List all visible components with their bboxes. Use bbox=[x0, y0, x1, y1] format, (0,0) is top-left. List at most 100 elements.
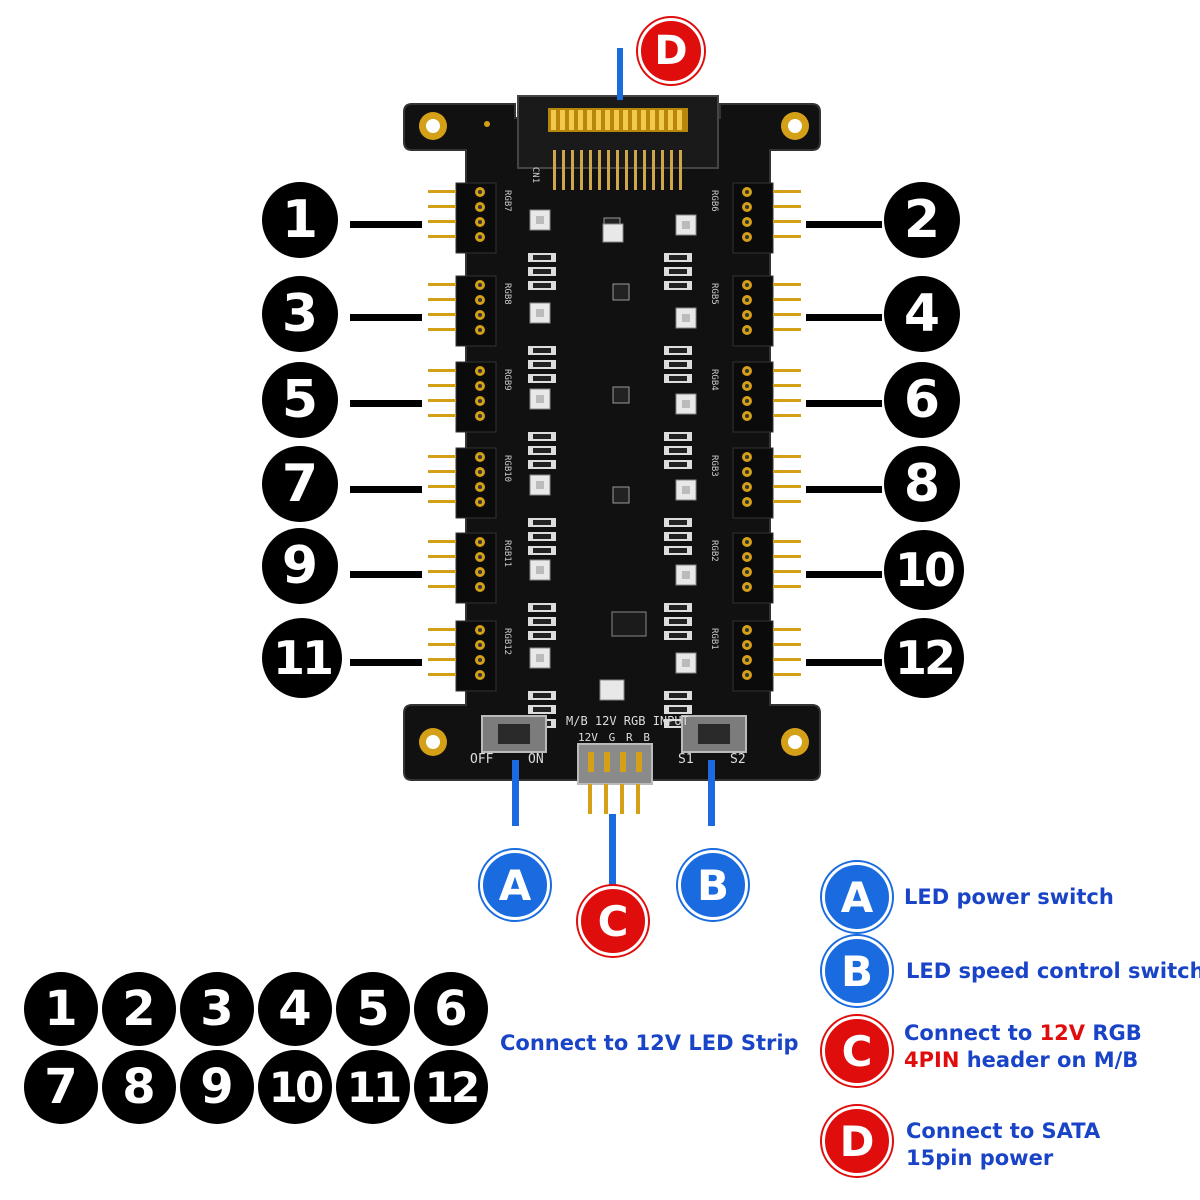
header-pin bbox=[773, 628, 801, 631]
pin-label: 12V bbox=[578, 731, 598, 744]
header-pin-hole bbox=[745, 673, 749, 677]
sata-solder-pin bbox=[625, 150, 628, 190]
sata-solder-pin bbox=[670, 150, 673, 190]
header-pin-hole bbox=[745, 485, 749, 489]
transistor bbox=[612, 486, 630, 504]
grid-number-3: 3 bbox=[180, 972, 254, 1046]
legend-b-circle: B bbox=[822, 936, 892, 1006]
header-pin-hole bbox=[745, 500, 749, 504]
grid-number-5: 5 bbox=[336, 972, 410, 1046]
callout-a-bottom: A bbox=[480, 850, 550, 920]
grid-number-11: 11 bbox=[336, 1050, 410, 1124]
port-header-right bbox=[732, 361, 774, 433]
legend-c-line2: 4PIN header on M/B bbox=[904, 1047, 1142, 1074]
callout-leader-left bbox=[350, 486, 422, 493]
header-pin-hole bbox=[478, 643, 482, 647]
led-core bbox=[536, 309, 544, 317]
grid-number-12: 12 bbox=[414, 1050, 488, 1124]
header-pin bbox=[428, 283, 456, 286]
fiducial-dot bbox=[484, 121, 490, 127]
led-core bbox=[682, 571, 690, 579]
header-pin-hole bbox=[478, 328, 482, 332]
grid-number-8: 8 bbox=[102, 1050, 176, 1124]
sata-contact bbox=[614, 110, 619, 130]
sata-contact bbox=[569, 110, 574, 130]
header-pin bbox=[428, 673, 456, 676]
header-pin-hole bbox=[745, 328, 749, 332]
header-pin-hole bbox=[745, 283, 749, 287]
header-pin bbox=[773, 313, 801, 316]
sata-solder-pin bbox=[634, 150, 637, 190]
pin-label: B bbox=[643, 731, 650, 744]
callout-leader-right bbox=[806, 659, 882, 666]
sata-contact bbox=[551, 110, 556, 130]
grid-number-1: 1 bbox=[24, 972, 98, 1046]
sata-solder-pin bbox=[562, 150, 565, 190]
header-pin bbox=[428, 485, 456, 488]
sata-contact bbox=[623, 110, 628, 130]
silk-label: RGB3 bbox=[709, 455, 719, 477]
speed-switch-slot bbox=[698, 724, 730, 744]
sata-contact bbox=[560, 110, 565, 130]
silk-label: RGB11 bbox=[502, 540, 512, 567]
header-pin-hole bbox=[745, 540, 749, 544]
header-pin-hole bbox=[478, 220, 482, 224]
port-callout-7: 7 bbox=[262, 446, 338, 522]
led-core bbox=[536, 395, 544, 403]
header-pin-hole bbox=[478, 628, 482, 632]
header-pin-hole bbox=[478, 455, 482, 459]
header-pin bbox=[428, 328, 456, 331]
header-pin bbox=[773, 500, 801, 503]
header-pin bbox=[428, 455, 456, 458]
header-pin-hole bbox=[745, 313, 749, 317]
silk-label: RGB2 bbox=[709, 540, 719, 562]
sata-solder-pin bbox=[571, 150, 574, 190]
callout-leader-right bbox=[806, 486, 882, 493]
callout-leader-left bbox=[350, 400, 422, 407]
callout-c-leader bbox=[609, 814, 616, 890]
sata-contact bbox=[596, 110, 601, 130]
header-pin bbox=[428, 540, 456, 543]
resistor-body bbox=[533, 348, 551, 353]
legend-c-post2: header on M/B bbox=[959, 1048, 1139, 1072]
legend-c-text: Connect to 12V RGB 4PIN header on M/B bbox=[904, 1020, 1142, 1074]
sata-contact bbox=[605, 110, 610, 130]
header-pin bbox=[773, 470, 801, 473]
header-pin bbox=[773, 570, 801, 573]
grid-number-2: 2 bbox=[102, 972, 176, 1046]
legend-c-post: RGB bbox=[1085, 1021, 1142, 1045]
input-header-pin bbox=[636, 752, 642, 772]
header-pin bbox=[773, 384, 801, 387]
input-header-pin bbox=[604, 752, 610, 772]
grid-number-10: 10 bbox=[258, 1050, 332, 1124]
led-core bbox=[536, 566, 544, 574]
resistor-body bbox=[533, 462, 551, 467]
header-pin-hole bbox=[478, 500, 482, 504]
sata-solder-pin bbox=[652, 150, 655, 190]
header-pin-hole bbox=[478, 485, 482, 489]
led-core bbox=[682, 314, 690, 322]
header-pin-hole bbox=[745, 220, 749, 224]
resistor-body bbox=[669, 605, 687, 610]
resistor-body bbox=[533, 548, 551, 553]
resistor-body bbox=[533, 619, 551, 624]
header-pin-hole bbox=[478, 414, 482, 418]
silk-label: RGB10 bbox=[502, 455, 512, 482]
legend-c-circle: C bbox=[822, 1016, 892, 1086]
header-pin-hole bbox=[478, 283, 482, 287]
header-pin bbox=[428, 658, 456, 661]
resistor-body bbox=[533, 605, 551, 610]
header-pin bbox=[428, 384, 456, 387]
resistor-body bbox=[669, 721, 687, 726]
sata-solder-pin bbox=[643, 150, 646, 190]
callout-b-leader bbox=[708, 760, 715, 826]
header-pin bbox=[428, 399, 456, 402]
header-pin bbox=[428, 470, 456, 473]
resistor-body bbox=[533, 362, 551, 367]
led-core bbox=[682, 221, 690, 229]
pcb-outline bbox=[403, 103, 821, 781]
resistor-body bbox=[533, 707, 551, 712]
callout-d-leader bbox=[617, 48, 623, 100]
legend-d-text: Connect to SATA 15pin power bbox=[906, 1118, 1100, 1172]
header-pin bbox=[428, 414, 456, 417]
